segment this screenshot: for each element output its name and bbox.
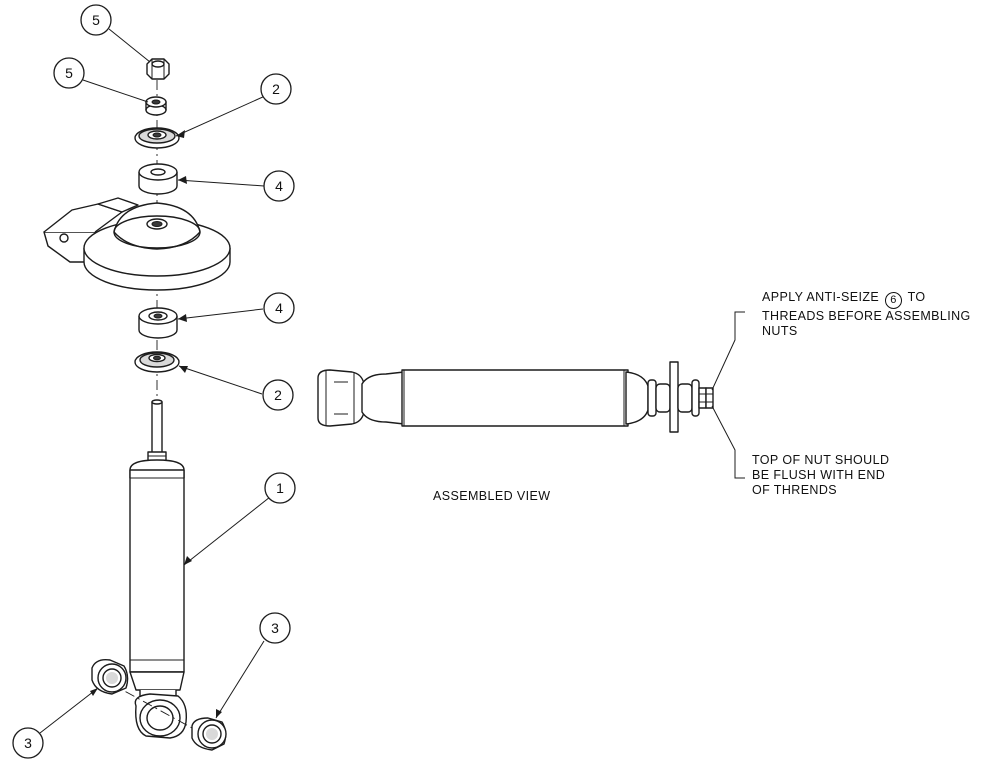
part-3-bushing-left bbox=[91, 658, 129, 695]
part-4-bushing-lower bbox=[138, 307, 178, 339]
callout-5-lower-label: 5 bbox=[65, 65, 73, 81]
note-nut-flush-line3: OF THRENDS bbox=[752, 483, 838, 497]
callout-3-right: 3 bbox=[259, 612, 291, 644]
item-6-reference-bubble: 6 bbox=[884, 292, 902, 309]
callout-5-top: 5 bbox=[80, 4, 112, 36]
callout-1: 1 bbox=[264, 472, 296, 504]
arrowheads bbox=[90, 130, 222, 718]
callout-4-lower: 4 bbox=[263, 292, 295, 324]
callout-4-top: 4 bbox=[263, 170, 295, 202]
callout-2-lower-label: 2 bbox=[274, 387, 282, 403]
callout-5-lower: 5 bbox=[53, 57, 85, 89]
part-2-washer-lower bbox=[134, 351, 180, 373]
callout-3-right-label: 3 bbox=[271, 620, 279, 636]
note-anti-seize-line2: THREADS BEFORE ASSEMBLING bbox=[762, 309, 971, 323]
callout-2-top: 2 bbox=[260, 73, 292, 105]
note-anti-seize-line3: NUTS bbox=[762, 324, 798, 338]
part-2-washer-top bbox=[134, 127, 180, 149]
part-1-shock-absorber bbox=[129, 399, 185, 701]
callout-2-top-label: 2 bbox=[272, 81, 280, 97]
part-4-bushing-top bbox=[138, 163, 178, 195]
part-3-bushing-right bbox=[191, 717, 227, 751]
note-nut-flush-line1: TOP OF NUT SHOULD bbox=[752, 453, 890, 467]
part-5-nut-lower bbox=[145, 96, 167, 116]
note-anti-seize-text: APPLY ANTI-SEIZE bbox=[762, 290, 880, 304]
mounting-bracket bbox=[43, 197, 231, 291]
part-5-hex-nut-top bbox=[146, 58, 170, 80]
assembled-view-label: ASSEMBLED VIEW bbox=[433, 489, 551, 503]
note-anti-seize-line1: APPLY ANTI-SEIZE 6 TO bbox=[762, 290, 971, 309]
callout-4-lower-label: 4 bbox=[275, 300, 283, 316]
assembled-shock-absorber bbox=[317, 361, 714, 433]
note-anti-seize-to: TO bbox=[907, 290, 926, 304]
callout-2-lower: 2 bbox=[262, 379, 294, 411]
leader-lines bbox=[39, 28, 271, 734]
note-leaders bbox=[711, 311, 745, 479]
shock-lower-eye bbox=[107, 681, 215, 741]
callout-5-top-label: 5 bbox=[92, 12, 100, 28]
callout-3-left: 3 bbox=[12, 727, 44, 759]
callout-3-left-label: 3 bbox=[24, 735, 32, 751]
callout-1-label: 1 bbox=[276, 480, 284, 496]
callout-4-top-label: 4 bbox=[275, 178, 283, 194]
note-anti-seize: APPLY ANTI-SEIZE 6 TO THREADS BEFORE ASS… bbox=[762, 290, 971, 339]
note-nut-flush: TOP OF NUT SHOULD BE FLUSH WITH END OF T… bbox=[752, 453, 889, 498]
note-nut-flush-line2: BE FLUSH WITH END bbox=[752, 468, 886, 482]
